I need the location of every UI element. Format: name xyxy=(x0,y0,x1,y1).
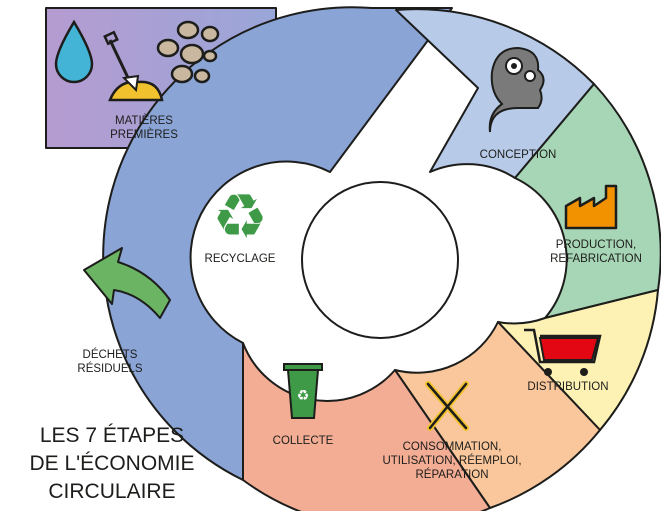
title-line-1: LES 7 ÉTAPES xyxy=(40,424,184,447)
trash-bin-icon: ♻ xyxy=(283,363,323,419)
pebbles-icon xyxy=(156,20,220,84)
water-drop-icon xyxy=(54,19,94,84)
tools-icon xyxy=(425,381,469,431)
waste-label-1: DÉCHETS xyxy=(83,348,138,361)
segment-consommation xyxy=(394,321,601,509)
cart-icon xyxy=(524,328,602,376)
title-line-3: CIRCULAIRE xyxy=(48,480,175,503)
shovel-pile-icon xyxy=(103,30,164,102)
segment-collecte xyxy=(242,342,491,511)
recyclage-label: RECYCLAGE xyxy=(205,253,276,265)
conception-label: CONCEPTION xyxy=(480,149,557,161)
head-gears-icon xyxy=(488,46,545,133)
distribution-label: DISTRIBUTION xyxy=(527,381,608,393)
svg-text:♻: ♻ xyxy=(212,180,268,253)
title-line-2: DE L'ÉCONOMIE xyxy=(29,452,194,475)
ring-center xyxy=(301,181,459,339)
raw-materials-label-1: MATIÈRES xyxy=(115,114,173,127)
svg-text:♻: ♻ xyxy=(297,388,310,404)
raw-materials-label-2: PREMIÈRES xyxy=(110,128,178,141)
collecte-label: COLLECTE xyxy=(273,435,334,447)
waste-arrow-icon xyxy=(83,247,171,319)
recycle-icon: ♻ xyxy=(212,180,268,253)
production-label-1: PRODUCTION, xyxy=(556,239,637,251)
factory-icon xyxy=(564,184,618,230)
consommation-label-2: UTILISATION, RÉEMPLOI, xyxy=(382,454,521,467)
consommation-label-1: CONSOMMATION, xyxy=(403,441,502,453)
production-label-2: REFABRICATION xyxy=(550,253,642,265)
consommation-label-3: RÉPARATION xyxy=(415,468,488,481)
waste-label-2: RÉSIDUELS xyxy=(77,362,143,375)
